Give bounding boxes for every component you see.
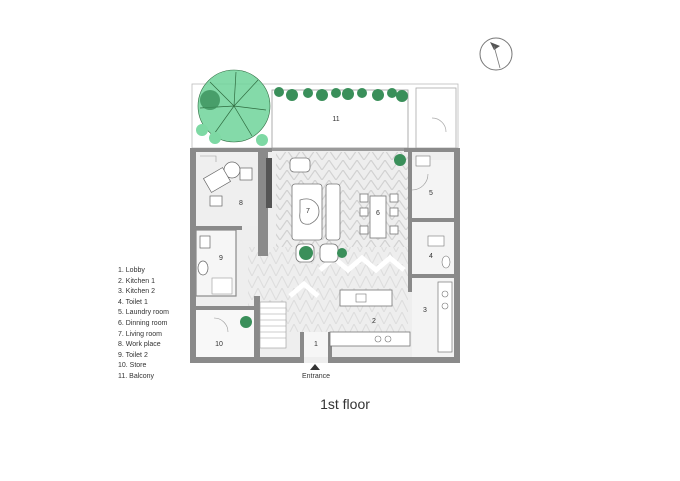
- room-number-8: 8: [239, 200, 243, 207]
- legend-item: 5. Laundry room: [118, 309, 169, 317]
- legend-item: 4. Toilet 1: [118, 298, 148, 306]
- legend-item: 2. Kitchen 1: [118, 277, 155, 285]
- room-toilet-2: [195, 226, 242, 297]
- room-number-1: 1: [314, 341, 318, 348]
- dining-table: [359, 193, 399, 239]
- legend-item: 3. Kitchen 2: [118, 288, 155, 296]
- room-number-7: 7: [306, 208, 310, 215]
- room-legend: 1. Lobby 2. Kitchen 1 3. Kitchen 2 4. To…: [118, 266, 169, 383]
- legend-item: 8. Work place: [118, 341, 161, 349]
- staircase: [259, 301, 287, 349]
- room-number-5: 5: [429, 190, 433, 197]
- kitchen-island: [329, 289, 411, 347]
- room-number-6: 6: [376, 210, 380, 217]
- service-rooms: [408, 152, 454, 357]
- room-number-4: 4: [429, 253, 433, 260]
- floor-caption: 1st floor: [320, 396, 370, 412]
- tree-icon: [196, 69, 271, 146]
- legend-item: 10. Store: [118, 362, 147, 370]
- entrance-label: Entrance: [302, 373, 330, 380]
- room-lobby: [300, 332, 332, 363]
- legend-item: 11. Balcony: [118, 372, 155, 380]
- room-work-place: [196, 152, 272, 256]
- room-number-9: 9: [219, 255, 223, 262]
- legend-item: 6. Dinning room: [118, 319, 168, 327]
- shrub-row: [274, 87, 408, 102]
- legend-item: 1. Lobby: [118, 267, 145, 274]
- room-number-10: 10: [215, 341, 223, 348]
- room-number-3: 3: [423, 307, 427, 314]
- legend-item: 9. Toilet 2: [118, 351, 148, 359]
- plant-icon: [240, 154, 406, 328]
- room-number-11: 11: [332, 116, 339, 123]
- entrance-arrow-icon: [310, 364, 320, 370]
- room-number-2: 2: [372, 318, 376, 325]
- legend-item: 7. Living room: [118, 330, 162, 338]
- north-arrow-icon: [479, 37, 513, 71]
